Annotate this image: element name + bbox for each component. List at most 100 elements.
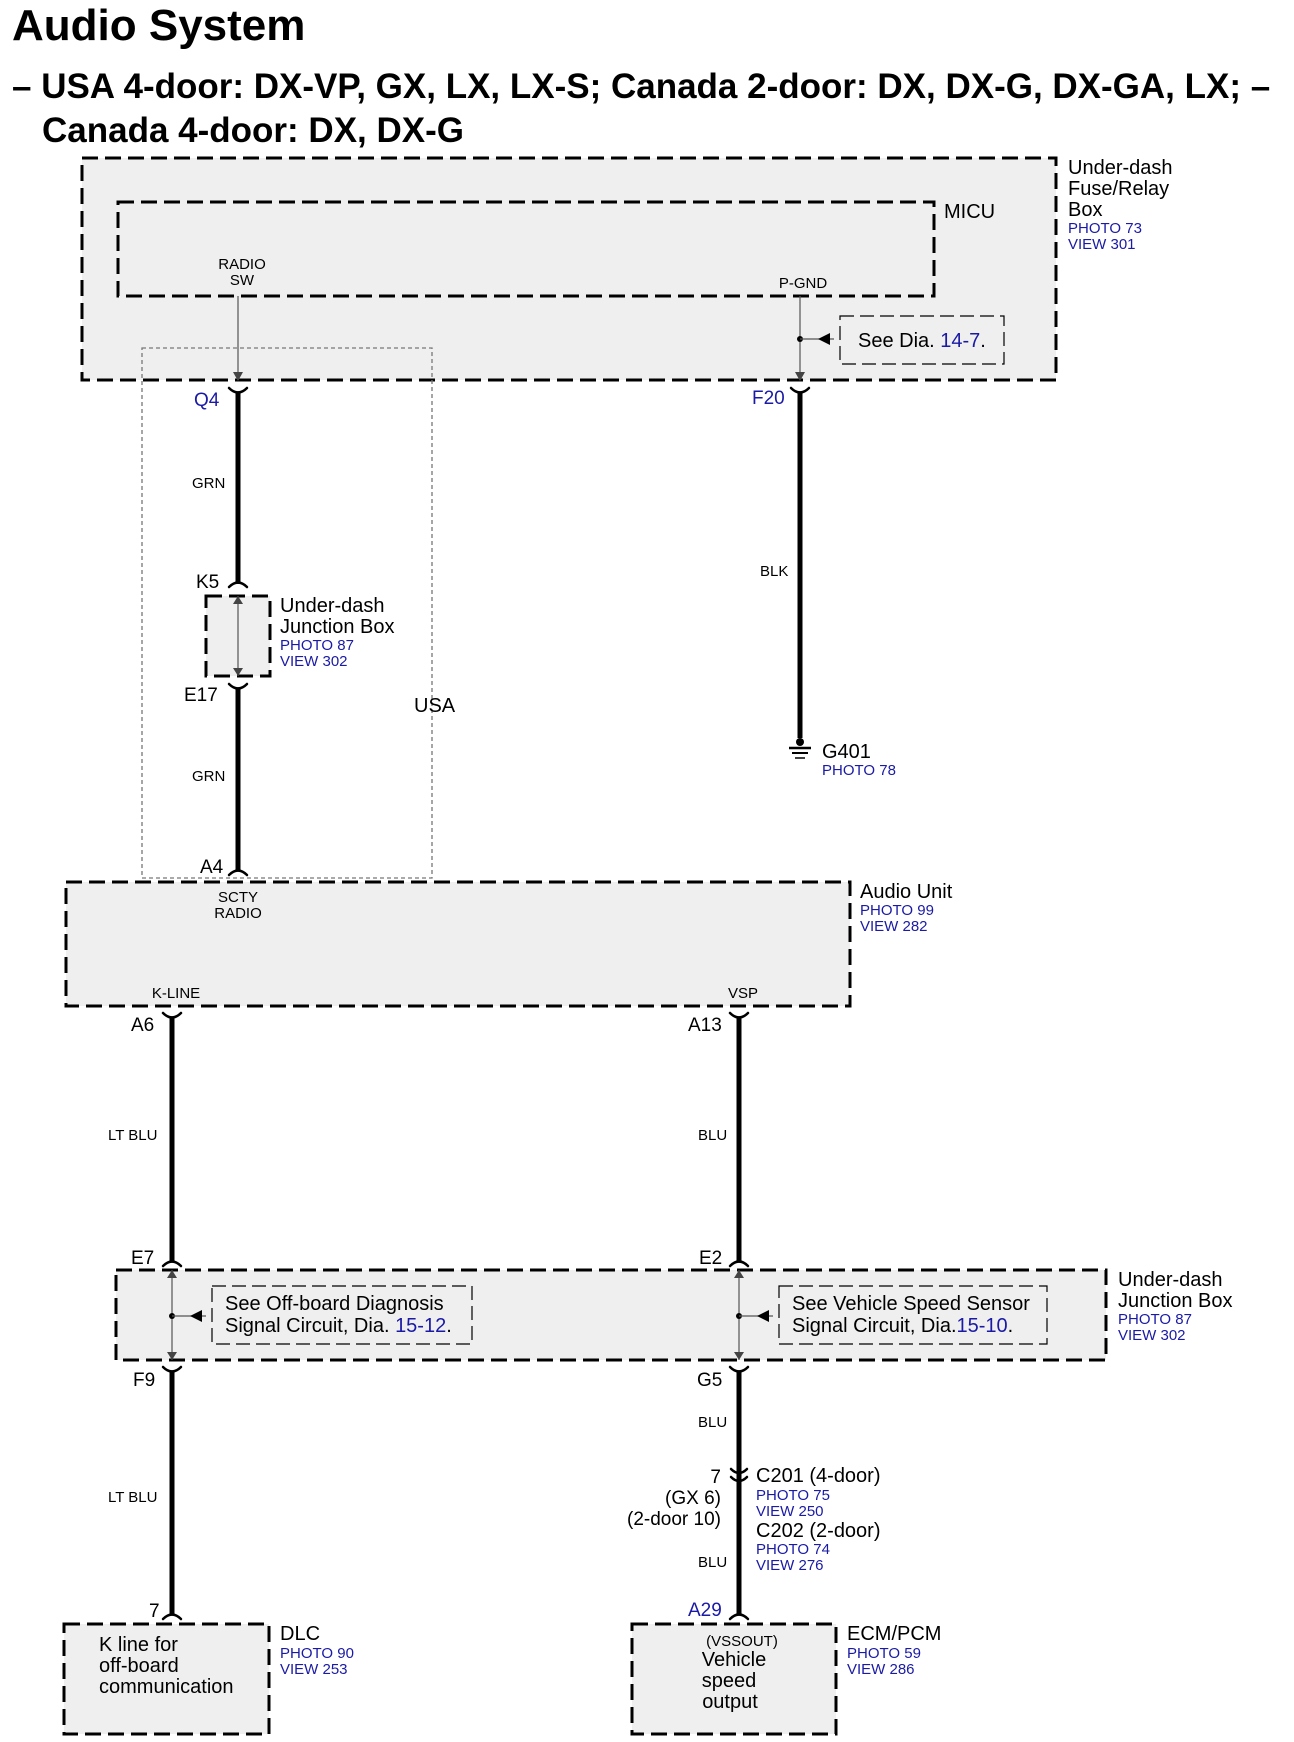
a6-connector-label: A6: [131, 1015, 154, 1036]
a13-connector-label: A13: [688, 1015, 722, 1036]
see-dia-note: See Dia. 14-7.: [858, 330, 986, 352]
dlc-pin-connector-symbol: [161, 1613, 183, 1621]
subtitle-line-1: – USA 4-door: DX-VP, GX, LX, LX-S; Canad…: [12, 67, 1270, 106]
see-dia-prefix: See Dia.: [858, 330, 940, 352]
offboard-note-line2: Signal Circuit, Dia. 15-12.: [225, 1315, 452, 1337]
speed-sensor-note-prefix: Signal Circuit, Dia.: [792, 1315, 957, 1337]
junction-box-mid-name-2: Junction Box: [1118, 1290, 1233, 1312]
g401-label: G401: [822, 741, 871, 763]
ecm-photo-link[interactable]: PHOTO 59: [847, 1645, 921, 1662]
offboard-note-suffix: .: [446, 1315, 452, 1337]
f20-connector-label[interactable]: F20: [752, 388, 785, 409]
radio-sw-arrow: [233, 372, 243, 381]
c201-inline-connector-symbol: [729, 1467, 749, 1483]
c201-view-link[interactable]: VIEW 250: [756, 1503, 824, 1520]
usa-region-outline: [141, 347, 433, 879]
offboard-note-line1: See Off-board Diagnosis: [225, 1293, 444, 1315]
jb-mid-right-arrow: [757, 1310, 769, 1322]
c202-view-link[interactable]: VIEW 276: [756, 1557, 824, 1574]
fuse-box-name-1: Under-dash: [1068, 157, 1173, 179]
c201-name: C201 (4-door): [756, 1465, 881, 1487]
a29-connector-label[interactable]: A29: [688, 1600, 722, 1621]
junction-box-mid-view-link[interactable]: VIEW 302: [1118, 1327, 1186, 1344]
grn-upper-label: GRN: [192, 475, 225, 492]
fuse-box-photo-link[interactable]: PHOTO 73: [1068, 220, 1142, 237]
ecm-desc-2: Vehicle: [702, 1649, 767, 1671]
c201-pin-2door-label: (2-door 10): [627, 1509, 721, 1530]
a4-connector-label: A4: [200, 857, 224, 878]
c201-pin-label: 7: [710, 1467, 721, 1488]
see-dia-14-7-link[interactable]: 14-7: [940, 330, 980, 352]
junction-box-mid-photo-link[interactable]: PHOTO 87: [1118, 1311, 1192, 1328]
f20-connector-symbol: [789, 386, 811, 394]
micu-label: MICU: [944, 201, 995, 223]
c201-photo-link[interactable]: PHOTO 75: [756, 1487, 830, 1504]
e2-connector-symbol: [728, 1260, 750, 1268]
speed-sensor-note-line2: Signal Circuit, Dia.15-10.: [792, 1315, 1013, 1337]
e17-connector-symbol: [227, 682, 249, 690]
junction-box-top-name-1: Under-dash: [280, 595, 385, 617]
q4-connector-symbol: [227, 386, 249, 394]
see-dia-note-box: [839, 315, 1005, 365]
e2-connector-label: E2: [699, 1248, 722, 1269]
page-title: Audio System: [12, 1, 305, 50]
junction-box-top-view-link[interactable]: VIEW 302: [280, 653, 348, 670]
g5-connector-label: G5: [697, 1370, 722, 1391]
radio-sw-label-2: SW: [230, 272, 255, 289]
junction-box-mid-outline: [114, 1268, 1108, 1362]
junction-box-top-photo-link[interactable]: PHOTO 87: [280, 637, 354, 654]
jb-mid-right-arrow-up: [734, 1270, 744, 1278]
dlc-desc-1: K line for: [99, 1634, 178, 1656]
dlc-photo-link[interactable]: PHOTO 90: [280, 1645, 354, 1662]
ecm-view-link[interactable]: VIEW 286: [847, 1661, 915, 1678]
fuse-relay-box: MICU Under-dash Fuse/Relay Box PHOTO 73 …: [80, 156, 1173, 382]
ecm-desc-3: speed: [702, 1670, 757, 1692]
q4-connector-label[interactable]: Q4: [194, 390, 220, 411]
audio-unit-view-link[interactable]: VIEW 282: [860, 918, 928, 935]
speed-sensor-note-line1: See Vehicle Speed Sensor: [792, 1293, 1030, 1315]
fuse-box-view-link[interactable]: VIEW 301: [1068, 236, 1136, 253]
blk-label: BLK: [760, 563, 788, 580]
c201-pin-gx-label: (GX 6): [665, 1488, 721, 1509]
grn-lower-label: GRN: [192, 768, 225, 785]
dlc-name: DLC: [280, 1623, 320, 1645]
dlc-pin-label: 7: [149, 1601, 160, 1622]
ecm-desc-1: (VSSOUT): [706, 1633, 778, 1650]
scty-radio-label-1: SCTY: [218, 889, 258, 906]
jb-mid-left-arrow-up: [167, 1270, 177, 1278]
speed-sensor-note-suffix: .: [1008, 1315, 1014, 1337]
usa-label: USA: [414, 695, 456, 717]
blu-lower-label: BLU: [698, 1554, 727, 1571]
see-dia-suffix: .: [980, 330, 986, 352]
radio-sw-label-1: RADIO: [218, 256, 266, 273]
a6-connector-symbol: [161, 1011, 183, 1019]
e7-connector-label: E7: [131, 1248, 154, 1269]
jb-mid-left-arrow-down: [167, 1352, 177, 1360]
dia-15-10-link[interactable]: 15-10: [957, 1315, 1008, 1337]
junction-box-top-name-2: Junction Box: [280, 616, 395, 638]
audio-unit-name: Audio Unit: [860, 881, 953, 903]
e7-connector-symbol: [161, 1260, 183, 1268]
c202-photo-link[interactable]: PHOTO 74: [756, 1541, 830, 1558]
f9-connector-label: F9: [133, 1370, 155, 1391]
offboard-note-prefix: Signal Circuit, Dia.: [225, 1315, 395, 1337]
a4-connector-symbol: [227, 869, 249, 877]
blu-upper-label: BLU: [698, 1127, 727, 1144]
lt-blu-lower-label: LT BLU: [108, 1489, 157, 1506]
e17-connector-label: E17: [184, 685, 218, 706]
speed-sensor-note-box: [778, 1285, 1048, 1345]
blu-mid-label: BLU: [698, 1414, 727, 1431]
audio-unit-outline: [64, 880, 852, 1008]
scty-radio-label-2: RADIO: [214, 905, 262, 922]
dia-15-12-link[interactable]: 15-12: [395, 1315, 446, 1337]
c202-name: C202 (2-door): [756, 1520, 881, 1542]
offboard-note-box: [211, 1285, 473, 1345]
dlc-view-link[interactable]: VIEW 253: [280, 1661, 348, 1678]
a13-connector-symbol: [728, 1011, 750, 1019]
k-line-pin-label: K-LINE: [152, 985, 200, 1002]
audio-unit-photo-link[interactable]: PHOTO 99: [860, 902, 934, 919]
lt-blu-upper-label: LT BLU: [108, 1127, 157, 1144]
g401-photo-link[interactable]: PHOTO 78: [822, 762, 896, 779]
ecm-pcm-outline: [630, 1622, 838, 1736]
